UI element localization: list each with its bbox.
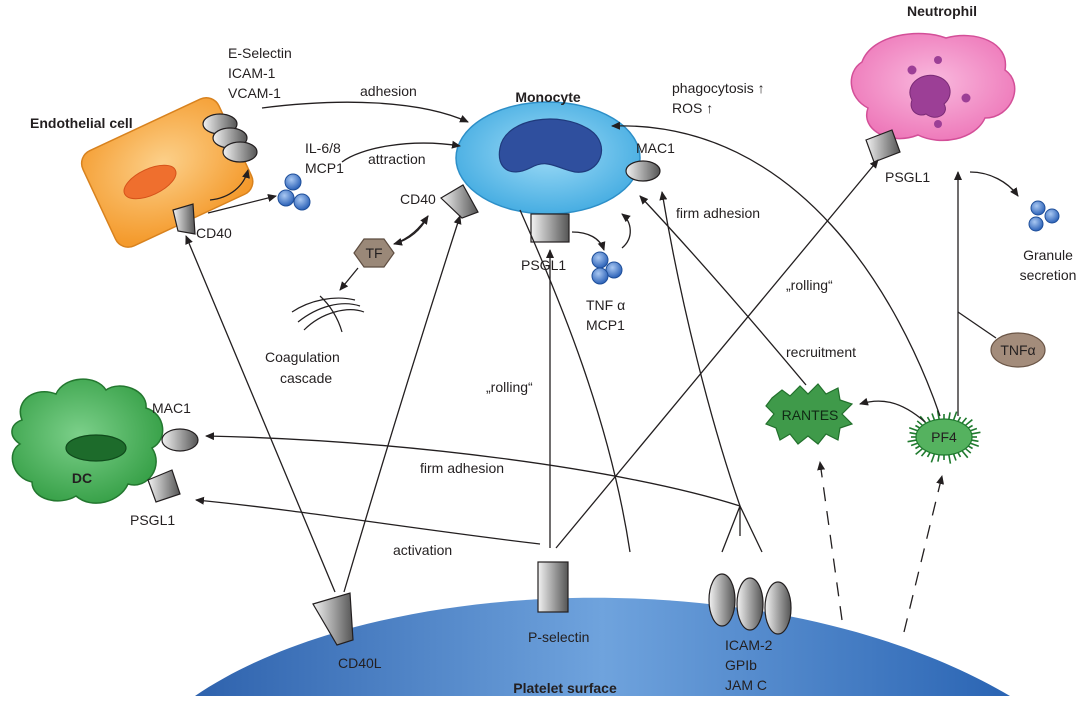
neutro-psgl1-label: PSGL1 — [885, 169, 930, 185]
monocyte-mac1: MAC1 — [625, 140, 675, 182]
monocyte-cell: Monocyte — [455, 89, 641, 215]
pf4-spike — [936, 410, 941, 421]
icam-label-1: ICAM-2 — [725, 637, 773, 653]
neutrophil-psgl1: PSGL1 — [865, 129, 930, 185]
mono-mac1-label: MAC1 — [636, 140, 675, 156]
tnfa-label: TNFα — [1000, 342, 1035, 358]
coag-label-1: Coagulation — [265, 349, 340, 365]
mono-cd40-label: CD40 — [400, 191, 436, 207]
granule-label-1: Granule — [1023, 247, 1073, 263]
rolling-neutro-label: „rolling“ — [786, 277, 833, 293]
tnfa-molecule: TNFα — [990, 332, 1046, 368]
icam-label-3: JAM C — [725, 677, 767, 693]
endo-cd40: CD40 — [172, 203, 232, 241]
pf4-spike — [930, 452, 936, 463]
granule-label-2: secretion — [1020, 267, 1077, 283]
pf4-molecule: PF4 — [907, 410, 981, 464]
phago-label-2: ROS ↑ — [672, 100, 713, 116]
tf-label: TF — [365, 245, 382, 261]
recruitment-label: recruitment — [786, 344, 856, 360]
pselectin-label: P-selectin — [528, 629, 589, 645]
phagocytosis-text: phagocytosis ↑ ROS ↑ — [672, 80, 765, 116]
attraction-label: attraction — [368, 151, 426, 167]
monocyte-label: Monocyte — [515, 89, 581, 105]
cd40l-label: CD40L — [338, 655, 382, 671]
pf4-spike — [970, 431, 981, 435]
pf4-label: PF4 — [931, 429, 957, 445]
monocyte-psgl1: PSGL1 — [521, 213, 570, 273]
granule-particles: Granule secretion — [1020, 200, 1077, 283]
tissue-factor: TF — [353, 238, 395, 268]
pf4-spike — [915, 447, 924, 455]
icam-receptors: ICAM-2 GPIb JAM C — [708, 573, 792, 693]
il-label-1: IL-6/8 — [305, 140, 341, 156]
pf4-spike — [952, 411, 958, 422]
endo-cd40-label: CD40 — [196, 225, 232, 241]
neutrophil-label: Neutrophil — [907, 3, 977, 19]
endo-molecule-2: ICAM-1 — [228, 65, 276, 81]
tnf-particles: TNF α MCP1 — [586, 251, 625, 333]
adhesion-label: adhesion — [360, 83, 417, 99]
il-label-2: MCP1 — [305, 160, 344, 176]
rantes-label: RANTES — [782, 407, 839, 423]
pselectin-receptor: P-selectin — [528, 561, 589, 645]
dendritic-cell: DC — [11, 378, 164, 504]
coag-label-2: cascade — [280, 370, 332, 386]
tnf-label-1: TNF α — [586, 297, 625, 313]
il-particles: IL-6/8 MCP1 — [277, 140, 344, 211]
endo-adhesion-molecules: E-Selectin ICAM-1 VCAM-1 — [202, 45, 292, 163]
arrows — [185, 101, 1019, 633]
phago-label-1: phagocytosis ↑ — [672, 80, 765, 96]
icam-label-2: GPIb — [725, 657, 757, 673]
tnf-label-2: MCP1 — [586, 317, 625, 333]
pf4-spike — [960, 449, 969, 459]
rantes-molecule: RANTES — [765, 383, 854, 445]
platelet-surface: Platelet surface — [195, 597, 1010, 696]
pf4-spike — [907, 439, 918, 443]
monocyte-cd40: CD40 — [400, 184, 479, 219]
platelet-label: Platelet surface — [513, 680, 617, 696]
activation-label: activation — [393, 542, 452, 558]
dc-label: DC — [72, 470, 92, 486]
interaction-labels: adhesion attraction firm adhesion „rolli… — [360, 83, 856, 558]
pf4-spike — [964, 419, 973, 427]
dc-psgl1: PSGL1 — [130, 469, 181, 528]
endothelial-label: Endothelial cell — [30, 115, 133, 131]
firm-adhesion-mono-label: firm adhesion — [676, 205, 760, 221]
endo-molecule-1: E-Selectin — [228, 45, 292, 61]
cd40l-receptor: CD40L — [312, 592, 382, 671]
endo-molecule-3: VCAM-1 — [228, 85, 281, 101]
rolling-mono-label: „rolling“ — [486, 379, 533, 395]
dc-mac1-label: MAC1 — [152, 400, 191, 416]
dc-mac1: MAC1 — [152, 400, 199, 452]
neutrophil-cell: Neutrophil — [850, 3, 1016, 142]
firm-adhesion-dc-label: firm adhesion — [420, 460, 504, 476]
coagulation-cascade: Coagulation cascade — [265, 295, 365, 386]
pf4-spike — [947, 453, 952, 464]
dc-psgl1-label: PSGL1 — [130, 512, 175, 528]
